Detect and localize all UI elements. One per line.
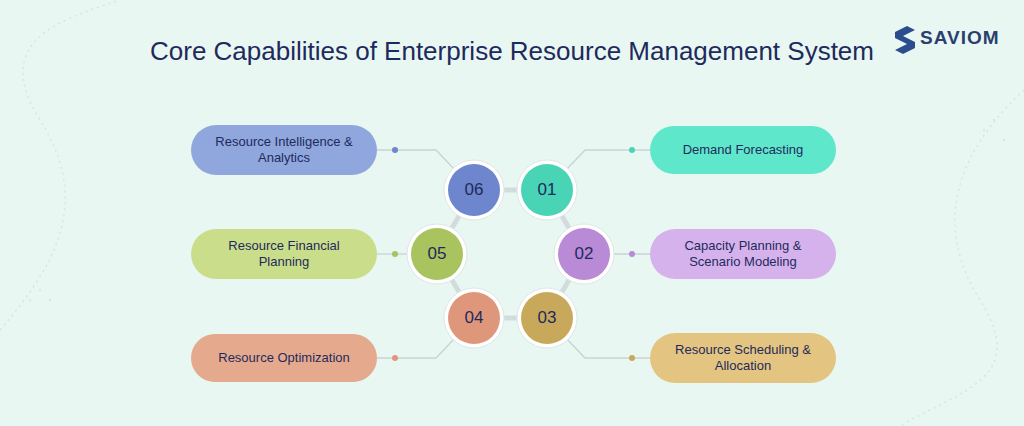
number-circle: 02 [553,223,615,285]
logo-text: SAVIOM [920,27,1000,49]
capability-pill: Resource Scheduling & Allocation [650,333,836,383]
capability-label: Resource Optimization [218,350,350,366]
leader-line [377,340,453,358]
callout-number: 01 [538,180,557,200]
capability-pill: Resource Intelligence & Analytics [191,125,377,175]
callout-number: 06 [465,180,484,200]
leader-line [568,150,650,168]
capability-label: Resource Financial Planning [209,238,359,270]
leader-dot [392,147,398,153]
leader-dot [629,251,635,257]
ring-link [452,216,459,228]
dotted-wave [900,90,1024,426]
capability-pill: Resource Financial Planning [191,229,377,279]
leader-line [377,150,453,168]
ring-link [504,316,517,321]
ring-link [562,216,569,228]
capability-label: Demand Forecasting [683,142,804,158]
ring-link [452,280,459,292]
number-circle: 01 [516,159,578,221]
number-circle: 03 [516,287,578,349]
leader-dot [629,355,635,361]
number-circle: 04 [443,287,505,349]
callout-number: 02 [575,244,594,264]
leader-dot [392,355,398,361]
callout-number: 04 [465,308,484,328]
number-circle: 06 [443,159,505,221]
capability-pill: Capacity Planning & Scenario Modeling [650,229,836,279]
callout-number: 03 [538,308,557,328]
capability-label: Capacity Planning & Scenario Modeling [668,238,818,270]
leader-line [568,340,650,358]
capability-pill: Demand Forecasting [650,126,836,174]
ring-link [504,188,517,193]
dotted-wave [0,0,120,330]
diagram-title: Core Capabilities of Enterprise Resource… [0,36,1024,67]
leader-dot [629,147,635,153]
ring-link [562,280,569,292]
capability-label: Resource Intelligence & Analytics [209,134,359,166]
capability-pill: Resource Optimization [191,334,377,382]
leader-dot [392,251,398,257]
logo-icon [895,26,915,54]
capability-label: Resource Scheduling & Allocation [668,342,818,374]
number-circle: 05 [406,223,468,285]
callout-number: 05 [428,244,447,264]
